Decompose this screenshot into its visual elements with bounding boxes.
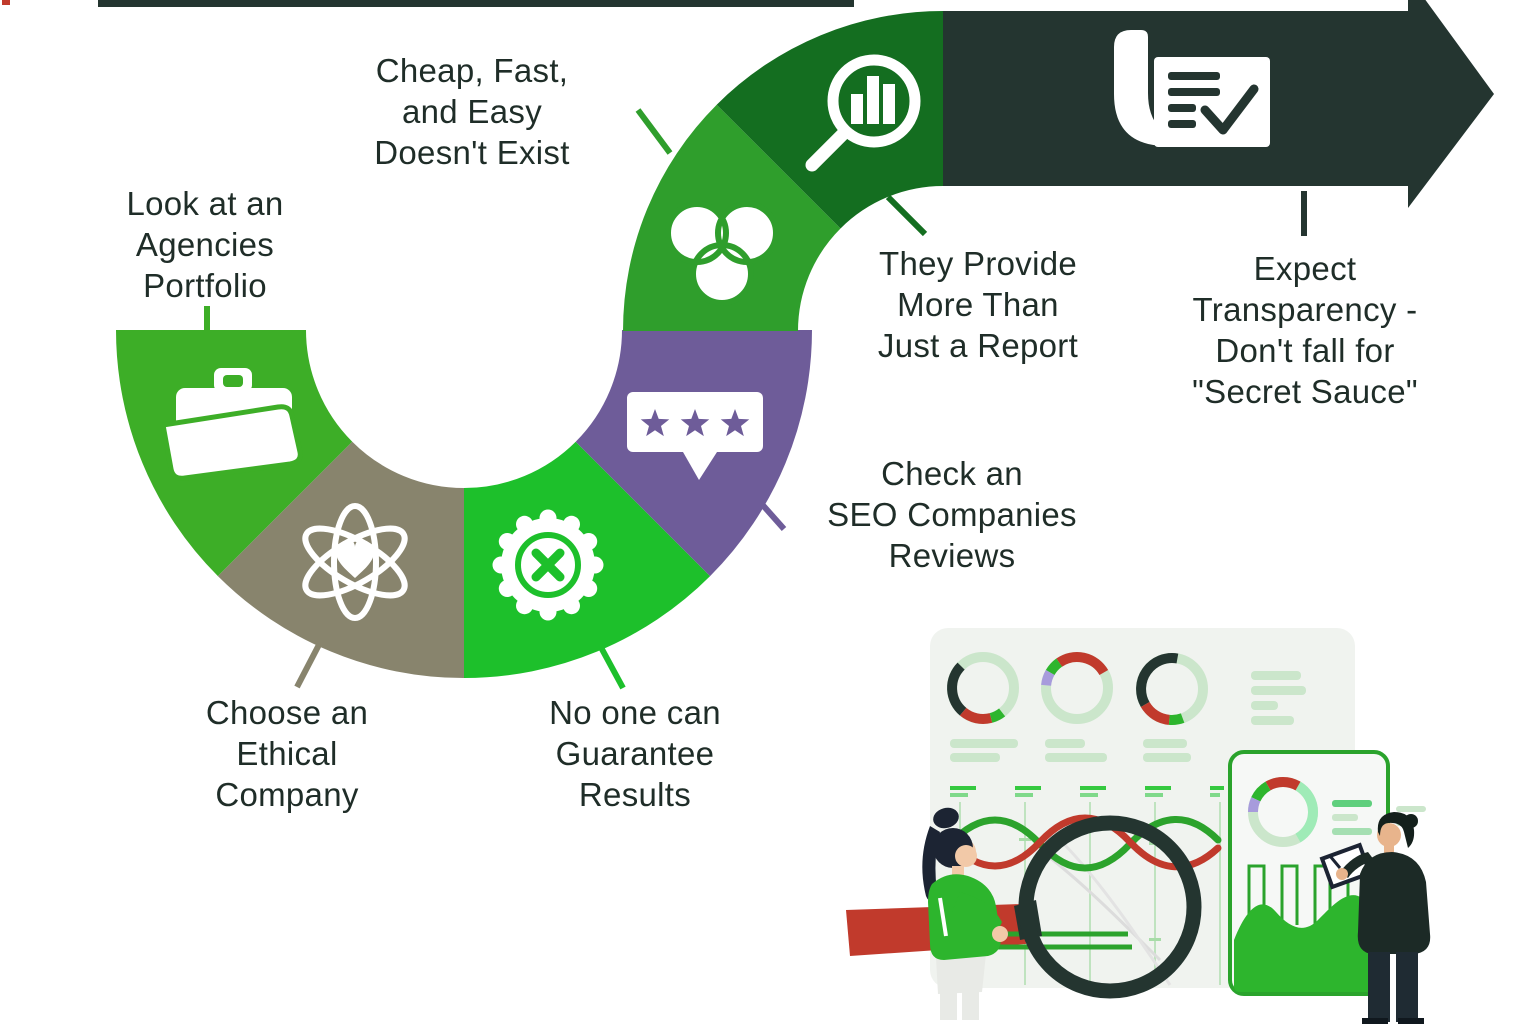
label-guarantee: No one can Guarantee Results <box>485 692 785 815</box>
leg <box>1368 952 1390 1022</box>
arm <box>952 892 1002 944</box>
label-line: and Easy <box>402 93 542 130</box>
man-analyst <box>1319 812 1431 1024</box>
label-line: Guarantee <box>555 735 715 772</box>
green-wave-line <box>946 816 1222 872</box>
leader-report <box>885 194 928 237</box>
ghost-curve <box>1039 848 1162 962</box>
donut-chart-2 <box>1041 652 1113 724</box>
label-line: Doesn't Exist <box>374 134 570 171</box>
review-stars-icon <box>627 392 763 480</box>
star-icon <box>640 409 750 437</box>
top-crop-strip <box>98 0 854 7</box>
donut-chart-1 <box>947 652 1019 724</box>
label-line: Just a Report <box>877 327 1079 364</box>
hand <box>992 926 1008 942</box>
label-ethical: Choose an Ethical Company <box>137 692 437 815</box>
magnifier-chart-icon <box>805 54 921 172</box>
badge-x-icon <box>492 509 604 621</box>
label-line: Expect <box>1253 250 1357 287</box>
label-line: Portfolio <box>143 267 267 304</box>
label-line: Transparency - <box>1192 291 1418 328</box>
label-line: Cheap, Fast, <box>375 52 569 89</box>
red-wave-line <box>946 814 1222 871</box>
label-line: No one can <box>549 694 721 731</box>
label-line: Choose an <box>205 694 369 731</box>
label-line: Don't fall for <box>1215 332 1395 369</box>
hand <box>1336 868 1348 880</box>
label-portfolio: Look at an Agencies Portfolio <box>55 183 355 306</box>
woman-analyst <box>922 807 1008 1020</box>
label-cheap: Cheap, Fast, and Easy Doesn't Exist <box>322 50 622 173</box>
panel-text-lines <box>950 671 1306 762</box>
label-line: Reviews <box>888 537 1016 574</box>
report-check-icon <box>1114 30 1270 147</box>
donut-chart-3 <box>1136 653 1208 725</box>
leg <box>1396 952 1418 1022</box>
folder-icon <box>160 368 303 481</box>
analytics-illustration <box>846 628 1440 1024</box>
pants <box>936 954 986 994</box>
label-line: SEO Companies <box>827 496 1077 533</box>
phone-area-chart <box>1234 895 1386 992</box>
label-line: Results <box>578 776 692 813</box>
label-line: They Provide <box>878 245 1078 282</box>
label-line: More Than <box>897 286 1059 323</box>
leader-cheap <box>635 108 673 155</box>
label-line: "Secret Sauce" <box>1192 373 1418 410</box>
label-line: Agencies <box>135 226 275 263</box>
jacket <box>1357 852 1431 954</box>
top-left-crop-artifact <box>2 0 10 5</box>
venn-circles-icon <box>665 201 779 306</box>
label-reviews: Check an SEO Companies Reviews <box>802 453 1102 576</box>
column-ticks <box>950 786 1224 797</box>
face <box>1377 823 1401 847</box>
arm <box>1340 852 1374 878</box>
label-transparency: Expect Transparency - Don't fall for "Se… <box>1135 248 1475 412</box>
label-line: Ethical <box>236 735 338 772</box>
label-line: Company <box>215 776 359 813</box>
phone-report-card <box>1228 750 1390 996</box>
label-line: Look at an <box>126 185 284 222</box>
label-line: Check an <box>881 455 1023 492</box>
sweater-seam <box>938 897 948 937</box>
label-report: They Provide More Than Just a Report <box>828 243 1128 366</box>
phone-donut-chart <box>1247 777 1319 847</box>
atom-heart-icon <box>302 503 408 621</box>
magnifier-lens <box>1018 815 1202 999</box>
